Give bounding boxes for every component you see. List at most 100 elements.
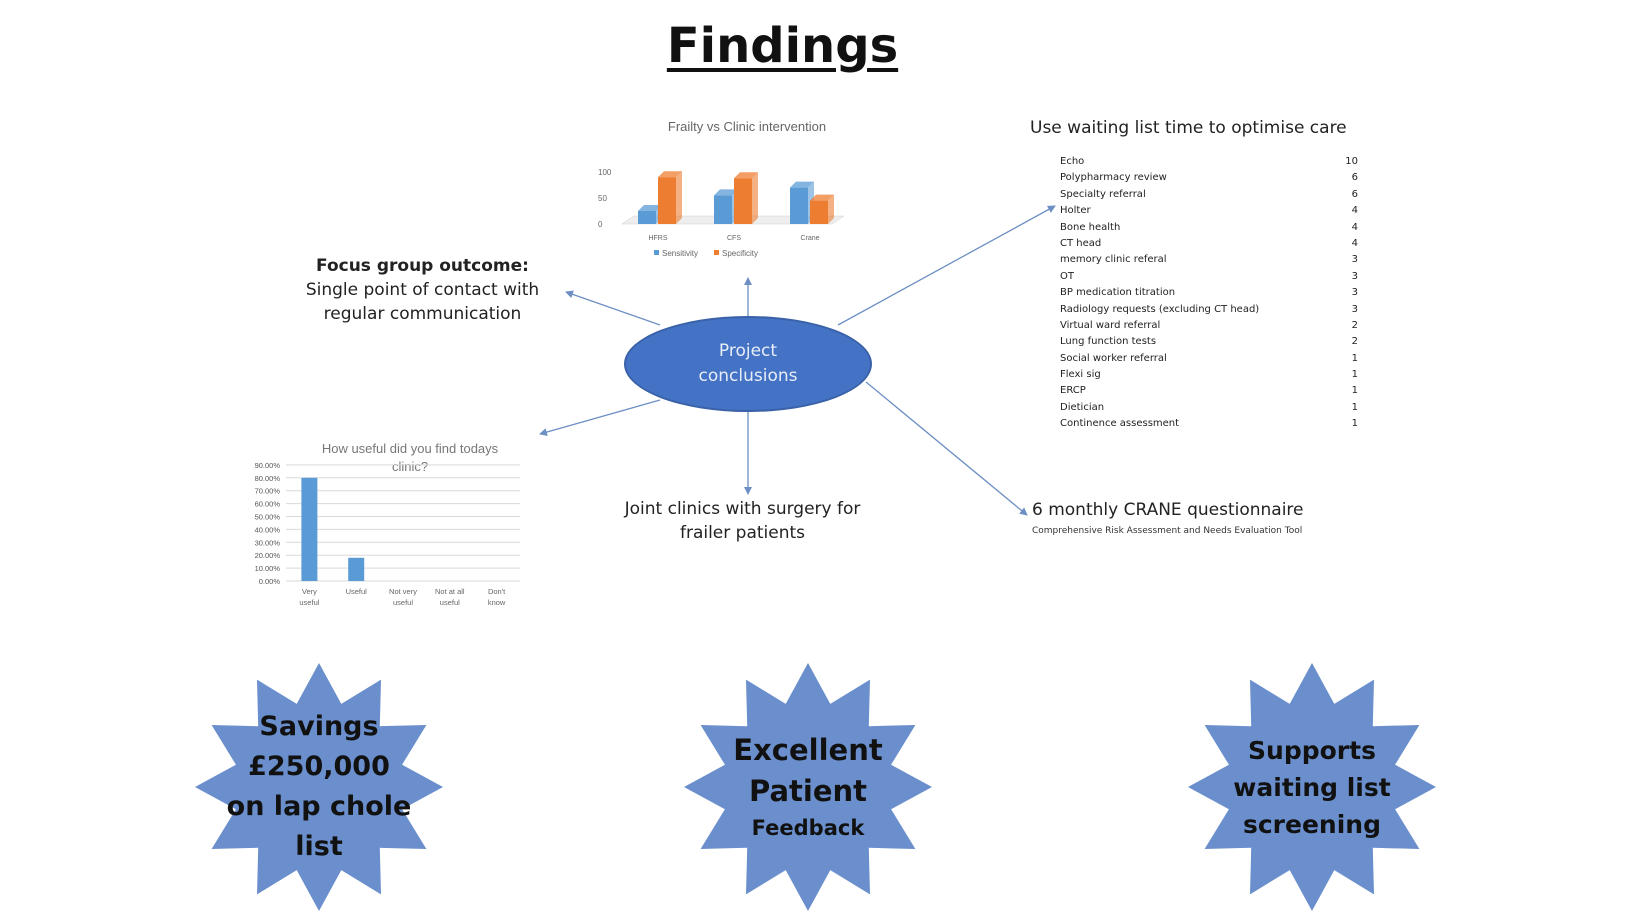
legend-label: Specificity	[722, 249, 758, 258]
y-tick-label: 0.00%	[259, 577, 281, 586]
bar-top	[734, 172, 758, 179]
list-item-count: 3	[1351, 270, 1358, 282]
list-item-name: BP medication titration	[1060, 287, 1176, 299]
feedback-line3: Feedback	[751, 816, 865, 840]
bar	[714, 195, 732, 224]
list-item: Specialty referral 6	[1060, 187, 1358, 203]
center-node: Project conclusions	[624, 316, 872, 412]
x-tick-label: CFS	[727, 235, 741, 242]
list-item-count: 2	[1351, 319, 1358, 331]
y-tick-label: 90.00%	[255, 461, 281, 470]
list-item-count: 1	[1351, 401, 1358, 413]
list-item: Bone health 4	[1060, 220, 1358, 236]
list-item-count: 1	[1351, 369, 1358, 381]
x-tick-label: Not at all	[435, 587, 465, 596]
bar-side	[752, 172, 758, 224]
list-item: ERCP 1	[1060, 383, 1358, 399]
list-item-count: 4	[1351, 221, 1358, 233]
crane-questionnaire: 6 monthly CRANE questionnaire Comprehens…	[1032, 500, 1352, 536]
x-tick-label: useful	[299, 598, 319, 607]
arrow-to-crane	[865, 381, 1028, 516]
center-node-label: Project conclusions	[698, 341, 798, 386]
list-item: Radiology requests (excluding CT head)3	[1060, 302, 1358, 318]
feedback-star: Excellent Patient Feedback	[678, 662, 938, 912]
list-item-name: OT	[1060, 270, 1074, 282]
list-item-count: 1	[1351, 385, 1358, 397]
bar	[348, 557, 365, 581]
savings-line2: £250,000	[248, 751, 390, 782]
x-tick-label: Useful	[346, 587, 368, 596]
list-item-count: 4	[1351, 237, 1358, 249]
chart2-title-line1: How useful did you find todays	[322, 441, 499, 456]
list-item: Virtual ward referral 2	[1060, 318, 1358, 334]
screening-line1: Supports	[1248, 735, 1376, 765]
x-tick-label: useful	[440, 598, 460, 607]
list-item-name: Radiology requests (excluding CT head)	[1060, 303, 1260, 315]
x-tick-label: Crane	[800, 235, 819, 242]
list-item-count: 2	[1351, 336, 1358, 348]
list-item-name: Flexi sig	[1060, 369, 1101, 381]
bar-side	[828, 194, 834, 224]
list-item-count: 1	[1351, 352, 1358, 364]
screening-star: Supports waiting list screening	[1182, 662, 1442, 912]
list-item-name: CT head	[1060, 237, 1102, 249]
arrow-to-focus-group	[565, 290, 661, 326]
y-tick-label: 30.00%	[255, 538, 281, 547]
x-tick-label: Not very	[389, 587, 417, 596]
list-item: Flexi sig 1	[1060, 367, 1358, 383]
crane-subtitle: Comprehensive Risk Assessment and Needs …	[1032, 526, 1303, 536]
list-item: BP medication titration 3	[1060, 285, 1358, 301]
y-tick-label: 100	[598, 168, 612, 177]
y-tick-label: 60.00%	[255, 500, 281, 509]
y-tick-label: 40.00%	[255, 525, 281, 534]
crane-title: 6 monthly CRANE questionnaire	[1032, 500, 1304, 520]
y-tick-label: 80.00%	[255, 474, 281, 483]
list-item-count: 3	[1351, 287, 1358, 299]
frailty-chart: Frailty vs Clinic intervention 100500HFR…	[598, 119, 845, 258]
chart2-title-line2: clinic?	[392, 459, 428, 474]
list-item-count: 3	[1351, 254, 1358, 266]
legend-swatch	[714, 250, 719, 255]
screening-line2: waiting list	[1233, 772, 1391, 802]
joint-clinics-line1: Joint clinics with surgery for	[624, 499, 861, 519]
x-tick-label: know	[488, 598, 506, 607]
list-item-name: Bone health	[1060, 221, 1121, 233]
list-item: Dietician 1	[1060, 400, 1358, 416]
waiting-list-title: Use waiting list time to optimise care	[1030, 118, 1347, 138]
bar-top	[810, 194, 834, 201]
list-item-count: 6	[1351, 188, 1358, 200]
star-polygon	[684, 663, 932, 911]
bar	[638, 211, 656, 224]
y-tick-label: 70.00%	[255, 487, 281, 496]
y-tick-label: 50	[598, 194, 607, 203]
focus-group-line2: regular communication	[323, 304, 522, 324]
chart1-title: Frailty vs Clinic intervention	[668, 119, 826, 134]
list-item: CT head 4	[1060, 236, 1358, 252]
bar-top	[790, 181, 814, 188]
star-shape	[195, 663, 443, 911]
joint-clinics-line2: frailer patients	[679, 523, 806, 543]
bar-side	[676, 171, 682, 224]
legend-label: Sensitivity	[662, 249, 698, 258]
list-item-name: Polypharmacy review	[1060, 172, 1167, 184]
list-item-name: ERCP	[1060, 385, 1086, 397]
list-item-name: Specialty referral	[1060, 188, 1146, 200]
bar	[658, 177, 676, 224]
x-tick-label: useful	[393, 598, 413, 607]
savings-line1: Savings	[259, 711, 379, 742]
x-tick-label: Very	[302, 587, 317, 596]
focus-group-line1: Single point of contact with	[305, 280, 540, 300]
focus-group-heading: Focus group outcome:	[316, 256, 529, 276]
list-item-name: Virtual ward referral	[1060, 319, 1161, 331]
focus-group-outcome: Focus group outcome: Single point of con…	[290, 254, 555, 326]
arrow-to-survey	[539, 399, 661, 436]
y-tick-label: 20.00%	[255, 551, 281, 560]
list-item-count: 4	[1351, 205, 1358, 217]
list-item-name: Dietician	[1060, 401, 1105, 413]
legend-swatch	[654, 250, 659, 255]
